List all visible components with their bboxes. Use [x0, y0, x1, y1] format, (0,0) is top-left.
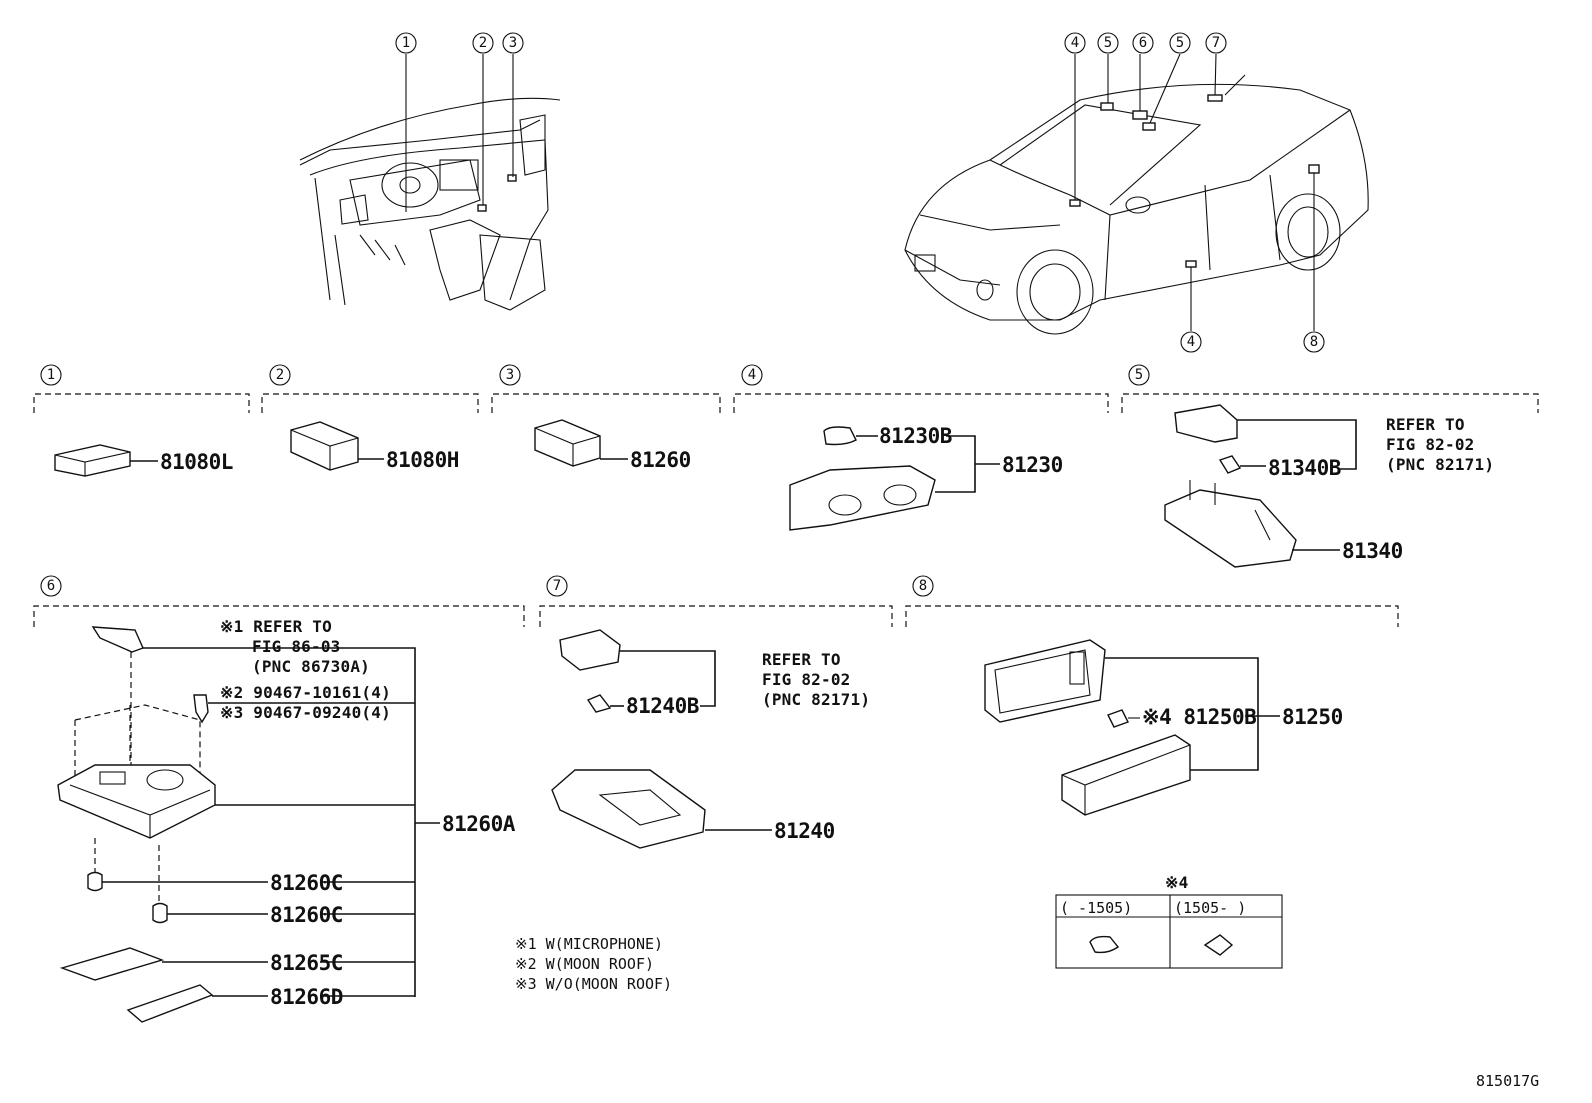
callout-4-bottom: 4: [1187, 334, 1195, 350]
sec5-ref-line1: REFER TO: [1386, 415, 1465, 434]
interior-dashboard-illustration: [299, 97, 561, 311]
lens-81265C-part: [59, 947, 165, 981]
callout-3-top: 3: [509, 35, 517, 51]
part-81260C-b-label: 81260C: [270, 903, 343, 927]
note-1: ※1 W(MICROPHONE): [515, 935, 663, 953]
section-7-number: 7: [553, 578, 561, 594]
table-header-after: (1505- ): [1174, 899, 1246, 917]
section-2: 81080H: [290, 421, 459, 472]
callout-6-top: 6: [1139, 35, 1147, 51]
section-2-number: 2: [276, 367, 284, 383]
map-lamp-assembly-part: [57, 764, 216, 839]
section-3: 81260: [534, 419, 691, 472]
section-headers-row2: 6 7 8: [33, 575, 1399, 627]
part-81260-label: 81260: [630, 448, 691, 472]
part-81230-label: 81230: [1002, 453, 1063, 477]
bulb-81260C-b-part: [152, 902, 168, 924]
part-81240-label: 81240: [774, 819, 835, 843]
microphone-bracket-part: [91, 626, 144, 653]
bulb-81260C-a-part: [87, 871, 103, 892]
sec6-fastener-line1: ※2 90467-10161(4): [220, 683, 391, 702]
section-5-number: 5: [1135, 367, 1143, 383]
lamp-81240-part: [551, 769, 706, 849]
socket-part: [1174, 404, 1238, 443]
bulb-type-old-icon: [1089, 935, 1120, 954]
sec6-ref-line2: FIG 86-03: [252, 637, 341, 656]
figure-id: 815017G: [1476, 1072, 1539, 1090]
bulb-81230B-part: [823, 426, 857, 446]
note-2: ※2 W(MOON ROOF): [515, 955, 654, 973]
footnotes: ※1 W(MICROPHONE) ※2 W(MOON ROOF) ※3 W/O(…: [515, 935, 672, 993]
section-4: 81230B 81230: [789, 424, 1063, 531]
section-5: 81340B REFER TO FIG 82-02 (PNC 82171) 81…: [1164, 404, 1494, 568]
part-81265C-label: 81265C: [270, 951, 343, 975]
bulb-type-new-icon: [1203, 934, 1234, 956]
callout-5a-top: 5: [1104, 35, 1112, 51]
vehicle-illustration: [904, 74, 1369, 335]
part-81230B-label: 81230B: [879, 424, 952, 448]
callout-4-top: 4: [1071, 35, 1079, 51]
note-3: ※3 W/O(MOON ROOF): [515, 975, 672, 993]
sec7-ref-line1: REFER TO: [762, 650, 841, 669]
section-8: ※4 81250B 81250 ※4 ( -1505) (1505- ): [984, 639, 1343, 969]
lamp-81260-part: [534, 419, 601, 467]
lamp-81340-part: [1164, 489, 1297, 568]
section-1-number: 1: [47, 367, 55, 383]
part-81250B-label: ※4 81250B: [1142, 705, 1256, 729]
sec7-ref-line2: FIG 82-02: [762, 670, 851, 689]
sec5-ref-line2: FIG 82-02: [1386, 435, 1475, 454]
section-7: 81240B REFER TO FIG 82-02 (PNC 82171) 81…: [551, 629, 870, 849]
section-1: 81080L: [54, 444, 233, 477]
bulb-81250B-part: [1107, 709, 1129, 728]
interior-callouts: 1 2 3: [395, 32, 524, 212]
lamp-81230-part: [789, 465, 936, 531]
sec5-ref-line3: (PNC 82171): [1386, 455, 1494, 474]
callout-2-top: 2: [479, 35, 487, 51]
part-81080L-label: 81080L: [160, 450, 233, 474]
socket-part: [559, 629, 621, 671]
part-81340B-label: 81340B: [1268, 456, 1341, 480]
switch-81080H-part: [290, 421, 359, 471]
section-3-number: 3: [506, 367, 514, 383]
part-81240B-label: 81240B: [626, 694, 699, 718]
lens-81266D-part: [126, 984, 214, 1023]
callout-7-top: 7: [1212, 35, 1220, 51]
sec6-ref-line3: (PNC 86730A): [252, 657, 370, 676]
sec7-ref-line3: (PNC 82171): [762, 690, 870, 709]
table-header-before: ( -1505): [1060, 899, 1132, 917]
callout-1-top: 1: [402, 35, 410, 51]
callout-5b-top: 5: [1176, 35, 1184, 51]
section-6: ※1 REFER TO FIG 86-03 (PNC 86730A) ※2 90…: [57, 617, 516, 1023]
section-headers-row1: 1 2 3 4 5: [33, 364, 1539, 413]
lamp-81250-part: [1061, 734, 1191, 816]
sec6-fastener-line2: ※3 90467-09240(4): [220, 703, 391, 722]
vanity-mirror-frame-part: [984, 639, 1106, 723]
callout-8-bottom: 8: [1310, 334, 1318, 350]
section-4-number: 4: [748, 367, 756, 383]
part-81250-label: 81250: [1282, 705, 1343, 729]
part-81260A-label: 81260A: [442, 812, 516, 836]
vehicle-callouts: 4 5 6 5 7 4 8: [1064, 32, 1325, 353]
sec6-ref-line1: ※1 REFER TO: [220, 617, 332, 636]
bulb-variant-table: [1055, 894, 1283, 969]
part-81260C-a-label: 81260C: [270, 871, 343, 895]
bulb-81240B-part: [586, 694, 612, 713]
part-81340-label: 81340: [1342, 539, 1403, 563]
clip-part: [193, 694, 209, 724]
bulb-81340B-part: [1218, 455, 1242, 474]
part-81080H-label: 81080H: [386, 448, 459, 472]
section-6-number: 6: [47, 578, 55, 594]
section-8-number: 8: [919, 578, 927, 594]
table-title: ※4: [1165, 873, 1188, 892]
part-81266D-label: 81266D: [270, 985, 343, 1009]
